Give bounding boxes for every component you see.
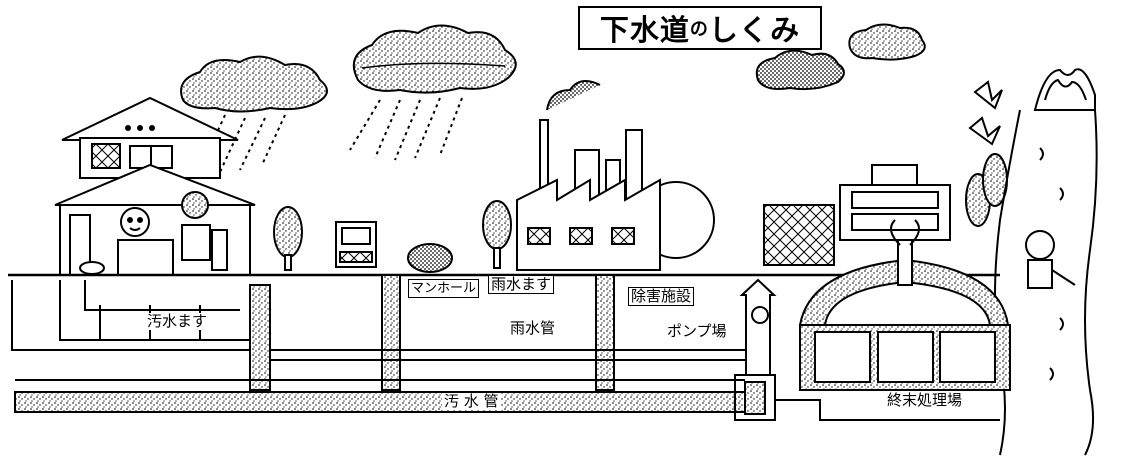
label-sewage-pipe: 汚 水 管 bbox=[442, 392, 501, 410]
label-sewage-inlet: 汚水ます bbox=[145, 312, 210, 330]
cloud-left bbox=[180, 55, 328, 113]
cloud-right-top bbox=[848, 23, 926, 61]
tree-1 bbox=[273, 206, 303, 271]
title-main-a: 下水道 bbox=[599, 13, 690, 47]
diagram-title: 下水道のしくみ bbox=[578, 6, 822, 50]
treatment-plant bbox=[798, 219, 1011, 391]
person-right bbox=[1025, 230, 1076, 289]
label-treatment-plant: 終末処理場 bbox=[885, 391, 965, 409]
birds bbox=[968, 80, 1003, 146]
treatment-building bbox=[763, 164, 951, 266]
label-pump-station: ポンプ場 bbox=[665, 322, 729, 340]
car bbox=[407, 243, 453, 273]
title-main-b: しくみ bbox=[708, 13, 801, 47]
house bbox=[54, 96, 256, 276]
cloud-right-small bbox=[755, 49, 845, 91]
mountain bbox=[1033, 68, 1096, 111]
label-rain-inlet: 雨水ます bbox=[488, 275, 555, 294]
label-pretreatment: 除害施設 bbox=[628, 287, 695, 306]
cloud-center bbox=[352, 24, 517, 94]
river bbox=[994, 109, 1098, 456]
factory bbox=[516, 80, 715, 271]
tree-2 bbox=[482, 200, 512, 269]
title-particle: の bbox=[689, 19, 709, 40]
label-storm-pipe: 雨水管 bbox=[508, 319, 558, 337]
tree-3 bbox=[965, 153, 1008, 227]
label-manhole: マンホール bbox=[408, 279, 480, 298]
underground-structures bbox=[11, 274, 1000, 421]
truck bbox=[335, 221, 377, 268]
